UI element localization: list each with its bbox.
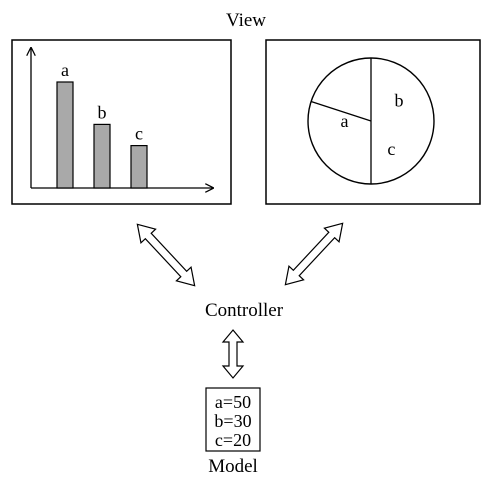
bar-chart-bars: a b c xyxy=(56,60,148,189)
pie-label-a: a xyxy=(341,111,349,131)
double-arrow-shape xyxy=(284,222,344,286)
bar-label-b: b xyxy=(98,102,107,122)
controller-model-double-arrow xyxy=(221,329,245,379)
model-label: Model xyxy=(208,456,258,477)
view-title: View xyxy=(226,10,266,31)
model-box xyxy=(205,387,261,452)
pie-slice-divider xyxy=(310,100,372,122)
bar-label-c: c xyxy=(135,124,143,144)
bar-a xyxy=(56,81,74,189)
pie-chart: a b c xyxy=(307,57,435,185)
model-value-b: b=30 xyxy=(214,411,251,431)
double-arrow-shape xyxy=(221,329,245,379)
pie-label-b: b xyxy=(395,91,404,111)
bar-chart-view-panel xyxy=(11,39,232,205)
pie-label-c: c xyxy=(387,139,395,159)
double-arrow-shape xyxy=(136,223,196,287)
view-controller-double-arrow-left xyxy=(136,223,196,287)
bar-label-a: a xyxy=(61,60,69,80)
model-value-a: a=50 xyxy=(215,392,251,412)
bar-b xyxy=(93,123,111,189)
bar-c xyxy=(130,145,148,189)
model-value-c: c=20 xyxy=(215,430,251,450)
controller-label: Controller xyxy=(205,300,284,321)
view-controller-double-arrow-right xyxy=(284,222,344,286)
